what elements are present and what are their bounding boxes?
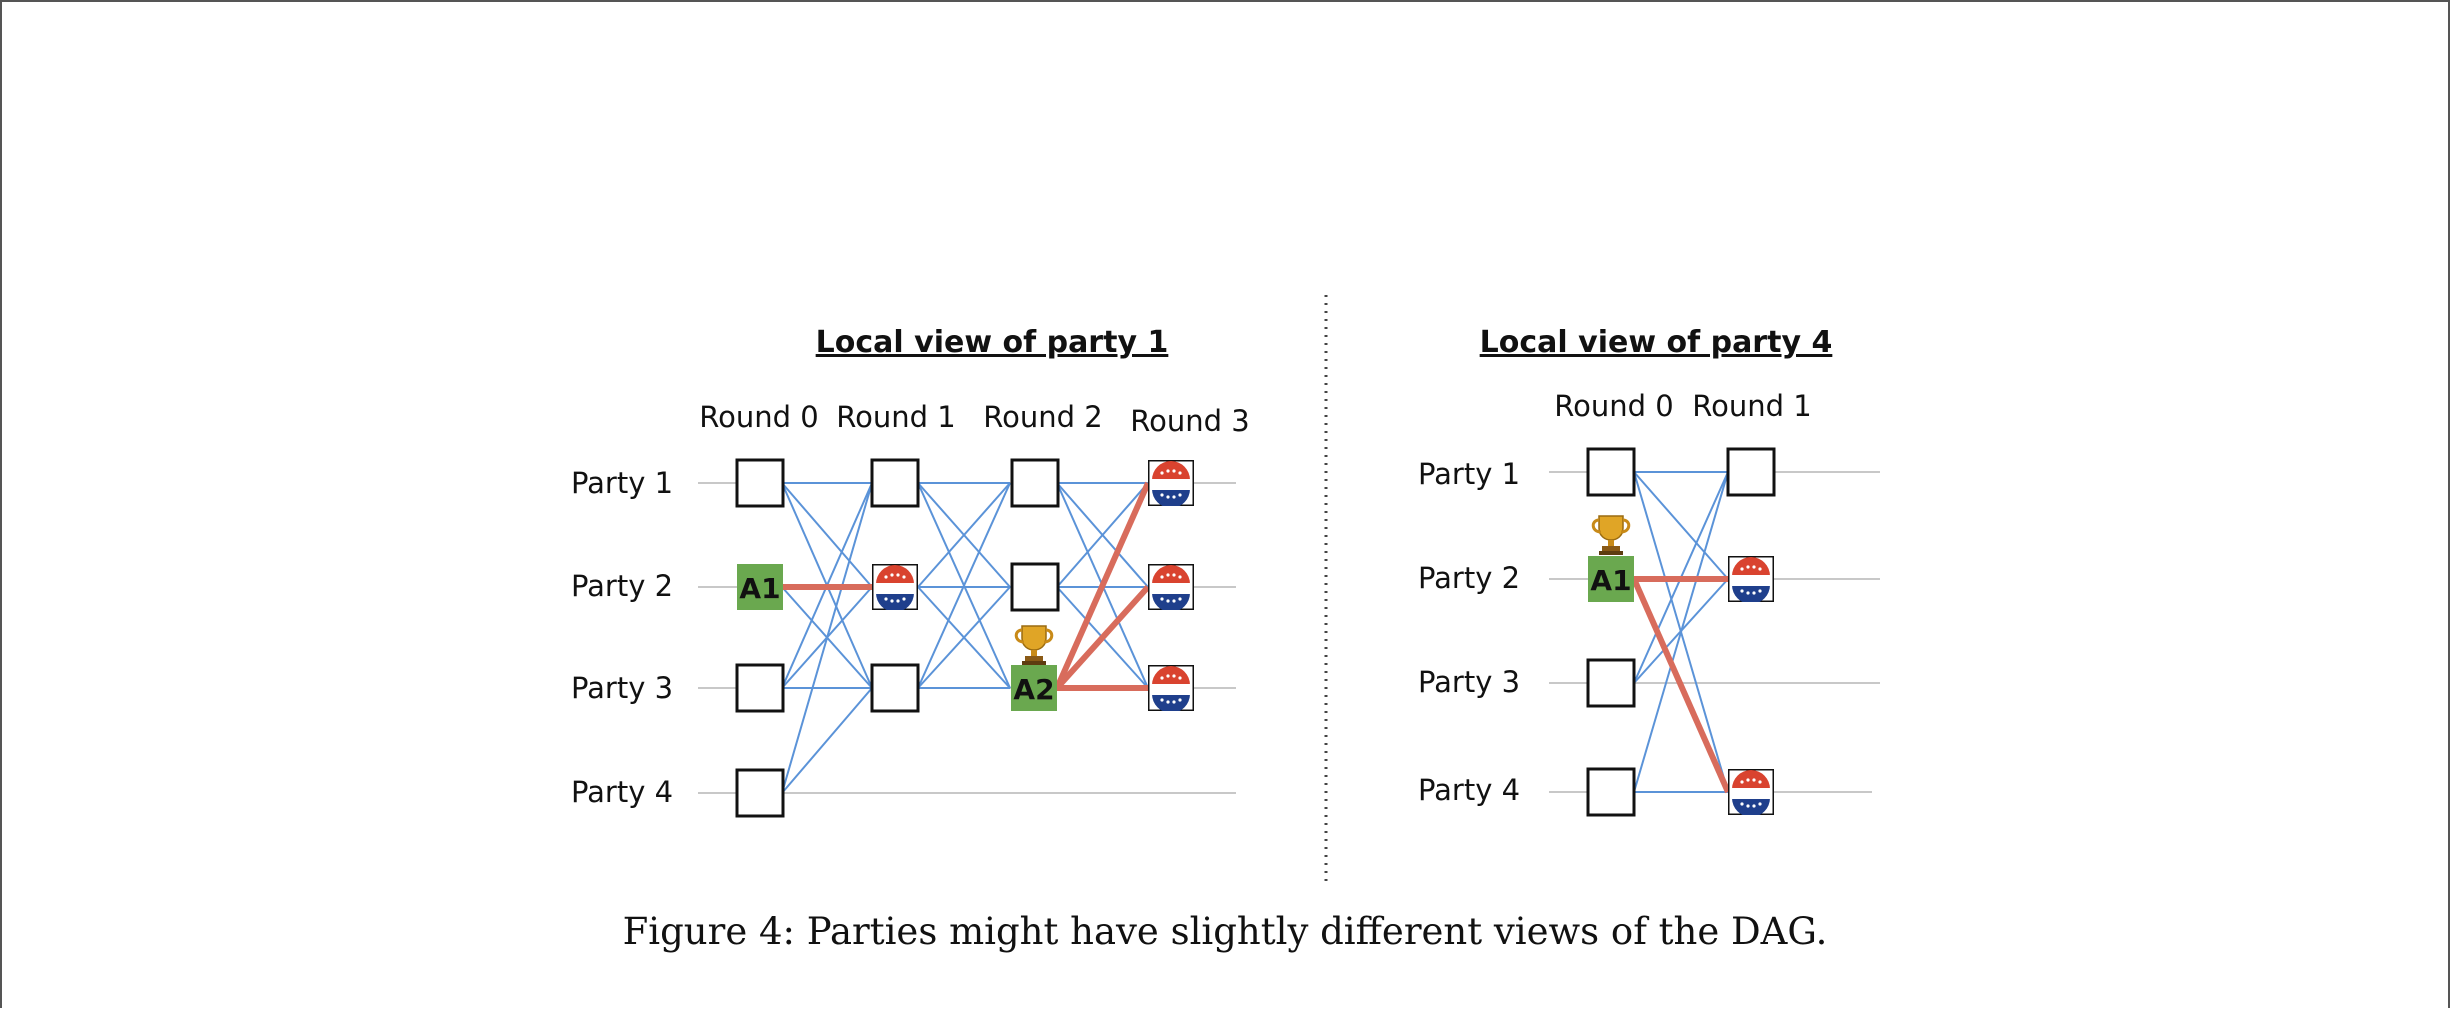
edge bbox=[1633, 471, 1729, 793]
anchor-box bbox=[1588, 556, 1634, 602]
edge bbox=[917, 482, 1011, 689]
left-highlight-edges bbox=[782, 481, 1151, 691]
left-panel: Local view of party 1 Round 0 Round 1 Ro… bbox=[571, 325, 1250, 818]
left-party-4-label: Party 4 bbox=[571, 775, 673, 809]
right-node-p3-r0 bbox=[1586, 658, 1636, 708]
left-node-p3-r1 bbox=[870, 663, 920, 713]
edge bbox=[781, 482, 873, 588]
right-node-p1-r1 bbox=[1726, 447, 1776, 497]
vote-badge-icon bbox=[1148, 665, 1194, 711]
edge bbox=[781, 687, 873, 794]
highlight-edge bbox=[1631, 577, 1731, 794]
right-anchor-a1: A1 bbox=[1588, 556, 1634, 602]
anchor-label: A1 bbox=[739, 572, 780, 605]
right-round-1-label: Round 1 bbox=[1692, 389, 1811, 423]
edge bbox=[917, 482, 1011, 588]
left-round-0-label: Round 0 bbox=[699, 400, 818, 434]
right-edges bbox=[1633, 471, 1729, 793]
vote-badge-icon bbox=[1148, 460, 1194, 506]
edge bbox=[781, 482, 873, 794]
right-party-4-label: Party 4 bbox=[1418, 773, 1520, 807]
anchor-label: A1 bbox=[1590, 564, 1631, 597]
left-round-2-label: Round 2 bbox=[983, 400, 1102, 434]
highlight-edge bbox=[1054, 481, 1151, 690]
trophy-icon bbox=[1591, 514, 1631, 556]
anchor-box bbox=[737, 564, 783, 610]
left-node-p1-r2 bbox=[1010, 458, 1060, 508]
right-node-p4-r0 bbox=[1586, 767, 1636, 817]
left-round-1-label: Round 1 bbox=[836, 400, 955, 434]
right-party-1-label: Party 1 bbox=[1418, 457, 1520, 491]
left-node-p3-r0 bbox=[735, 663, 785, 713]
left-node-p1-r0 bbox=[735, 458, 785, 508]
anchor-box bbox=[1011, 665, 1057, 711]
dag-diagram: Local view of party 1 Round 0 Round 1 Ro… bbox=[571, 295, 1880, 885]
trophy-icon bbox=[1014, 624, 1054, 666]
right-highlight-edges bbox=[1631, 576, 1731, 794]
edge bbox=[1056, 482, 1149, 588]
left-panel-title: Local view of party 1 bbox=[816, 325, 1169, 360]
left-anchor-a2: A2 bbox=[1011, 665, 1057, 711]
figure-caption: Figure 4: Parties might have slightly di… bbox=[622, 910, 1828, 953]
vote-badge-icon bbox=[872, 564, 918, 610]
left-node-p4-r0 bbox=[735, 768, 785, 818]
left-round-3-label: Round 3 bbox=[1130, 404, 1249, 438]
left-node-p1-r1 bbox=[870, 458, 920, 508]
right-party-2-label: Party 2 bbox=[1418, 561, 1520, 595]
right-party-3-label: Party 3 bbox=[1418, 665, 1520, 699]
right-round-0-label: Round 0 bbox=[1554, 389, 1673, 423]
vote-badge-icon bbox=[1148, 564, 1194, 610]
right-node-p1-r0 bbox=[1586, 447, 1636, 497]
left-party-2-label: Party 2 bbox=[571, 569, 673, 603]
vote-badge-icon bbox=[1728, 769, 1774, 815]
left-edges bbox=[781, 482, 1149, 794]
left-anchor-a1: A1 bbox=[737, 564, 783, 610]
anchor-label: A2 bbox=[1013, 673, 1054, 706]
highlight-edge bbox=[1054, 584, 1151, 691]
left-node-p2-r2 bbox=[1010, 562, 1060, 612]
left-party-3-label: Party 3 bbox=[571, 671, 673, 705]
vote-badge-icon bbox=[1728, 556, 1774, 602]
left-party-1-label: Party 1 bbox=[571, 466, 673, 500]
edge bbox=[1633, 471, 1729, 580]
right-panel-title: Local view of party 4 bbox=[1480, 325, 1833, 360]
edge bbox=[917, 586, 1011, 689]
right-panel: Local view of party 4 Round 0 Round 1 Pa… bbox=[1418, 325, 1880, 817]
